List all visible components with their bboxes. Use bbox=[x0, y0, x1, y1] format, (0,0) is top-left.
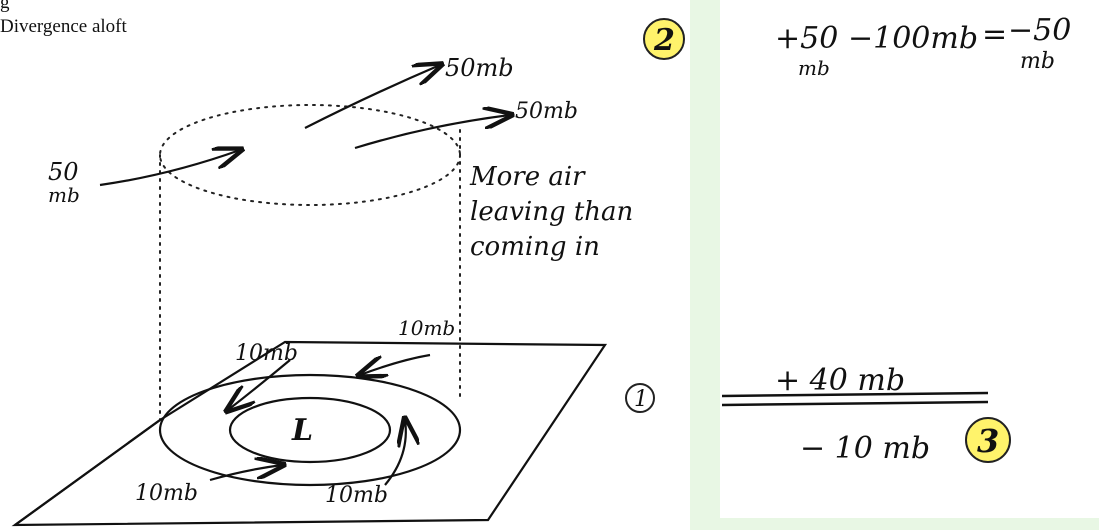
calc-line1-result-unit: mb bbox=[1020, 49, 1055, 74]
calc-line1-a: +50 bbox=[775, 21, 838, 56]
surface-label-sw: 10mb bbox=[135, 481, 198, 506]
sum-rule-top bbox=[721, 391, 989, 398]
caption-partial: g bbox=[0, 0, 10, 13]
surface-label-nw: 10mb bbox=[235, 341, 298, 366]
sum-rule-bottom bbox=[721, 400, 989, 407]
surface-label-ne: 10mb bbox=[398, 316, 455, 340]
calc-line2: + 40 mb bbox=[775, 363, 905, 398]
svg-text:2: 2 bbox=[653, 23, 675, 58]
calc-line1-a-unit: mb bbox=[798, 56, 830, 80]
divergence-diagram: 50 mb 50mb 50mb More air leaving than co… bbox=[11, 18, 685, 527]
calc-line1-b: −100mb bbox=[848, 21, 978, 56]
calculation-panel: +50 mb −100mb = −50 mb + 40 mb − 10 mb 3 bbox=[720, 0, 1099, 518]
surface-inflow-arrow-sw bbox=[209, 465, 282, 482]
upper-level-ellipse bbox=[159, 104, 461, 206]
outflow-arrow-aloft-1 bbox=[304, 65, 440, 129]
svg-text:3: 3 bbox=[977, 422, 999, 460]
surface-inflow-arrow-nw bbox=[228, 359, 291, 410]
inflow-arrow-aloft bbox=[99, 150, 240, 187]
outflow-label-1: 50mb bbox=[445, 54, 514, 82]
surface-label-se: 10mb bbox=[325, 483, 388, 508]
isobar-outer bbox=[158, 373, 462, 487]
calc-result: − 10 mb bbox=[800, 431, 930, 466]
badge-two: 2 bbox=[643, 18, 685, 60]
diagram-panel: g Divergence aloft 50 mb 50mb 50mb More … bbox=[0, 0, 685, 527]
surface-inflow-arrow-se bbox=[384, 420, 406, 486]
outflow-arrow-aloft-2 bbox=[354, 115, 510, 150]
inflow-label-unit: mb bbox=[48, 183, 80, 207]
badge-one: 1 bbox=[625, 383, 655, 413]
calc-line1-result: −50 bbox=[1008, 13, 1071, 48]
isobar-inner bbox=[228, 396, 392, 464]
svg-text:1: 1 bbox=[634, 387, 648, 412]
badge-three: 3 bbox=[965, 417, 1011, 463]
caption-title: Divergence aloft bbox=[0, 16, 127, 37]
note-line-3: coming in bbox=[470, 232, 600, 262]
calc-line1-eq: = bbox=[982, 17, 1007, 52]
low-pressure-symbol: L bbox=[291, 413, 313, 448]
note-line-2: leaving than bbox=[470, 197, 633, 227]
surface-inflow-arrow-ne bbox=[360, 353, 431, 375]
calculation-sheet: +50 mb −100mb = −50 mb + 40 mb − 10 mb 3 bbox=[721, 13, 1071, 466]
inflow-label-num: 50 bbox=[48, 158, 79, 186]
outflow-label-2: 50mb bbox=[515, 99, 578, 124]
note-line-1: More air bbox=[469, 162, 586, 192]
